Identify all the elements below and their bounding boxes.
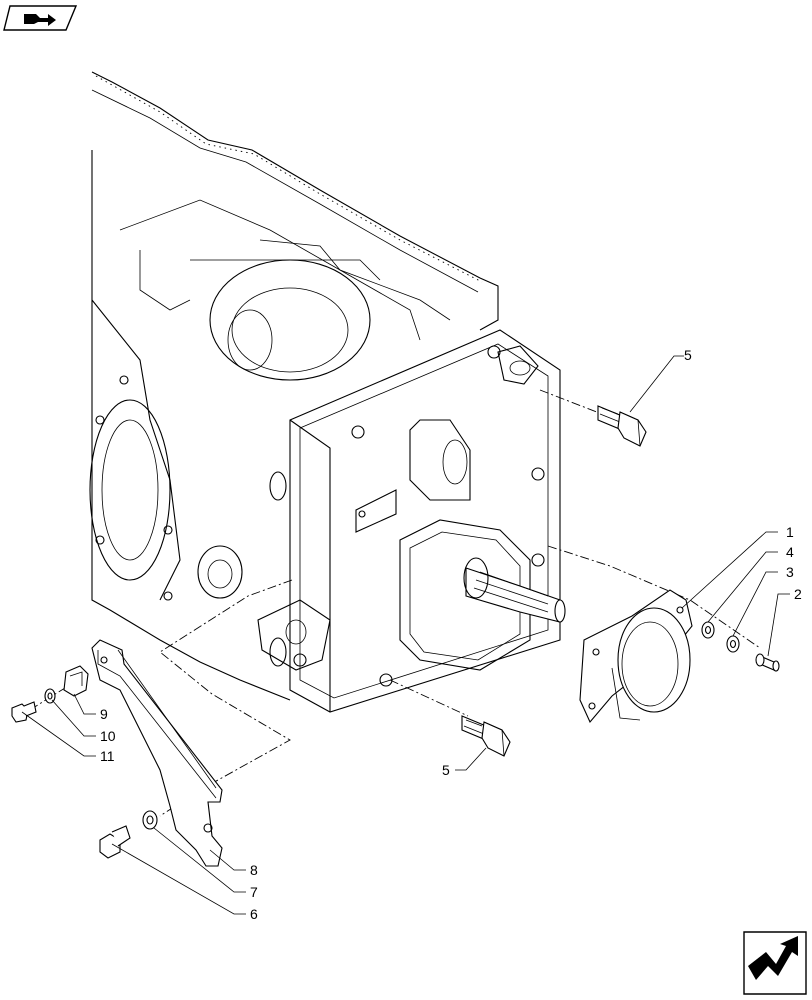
- callout-3: 3: [786, 564, 794, 580]
- callout-5-upper: 5: [684, 347, 692, 363]
- clip-9: [63, 665, 89, 697]
- callout-labels: 1 4 3 2 5 5 6 7 8 9 10 11: [100, 347, 802, 922]
- transmission-housing: [89, 71, 561, 713]
- callout-4: 4: [786, 544, 794, 560]
- support-bracket-8: [91, 639, 223, 867]
- leader-lines: [21, 355, 790, 915]
- pto-shaft: [463, 557, 566, 623]
- hex-bolt-5-lower: [461, 715, 511, 757]
- next-page-arrow-icon[interactable]: [743, 931, 807, 995]
- washer-3: [726, 635, 740, 653]
- bolt-6: [99, 825, 131, 859]
- washer-4: [701, 621, 715, 639]
- callout-5-lower: 5: [442, 762, 450, 778]
- callout-8: 8: [250, 862, 258, 878]
- callout-9: 9: [100, 706, 108, 722]
- callout-11: 11: [100, 748, 115, 764]
- washer-10: [44, 688, 56, 704]
- callout-1: 1: [786, 524, 794, 540]
- book-arrow-icon[interactable]: [3, 5, 78, 31]
- socket-screw-2: [755, 653, 780, 672]
- bolt-11: [11, 701, 37, 723]
- hex-bolt-5-upper: [597, 405, 647, 447]
- callout-10: 10: [100, 728, 116, 744]
- pto-cover-flange: [579, 589, 693, 724]
- callout-2: 2: [794, 586, 802, 602]
- washer-7: [142, 810, 158, 830]
- callout-6: 6: [250, 906, 258, 922]
- callout-7: 7: [250, 884, 258, 900]
